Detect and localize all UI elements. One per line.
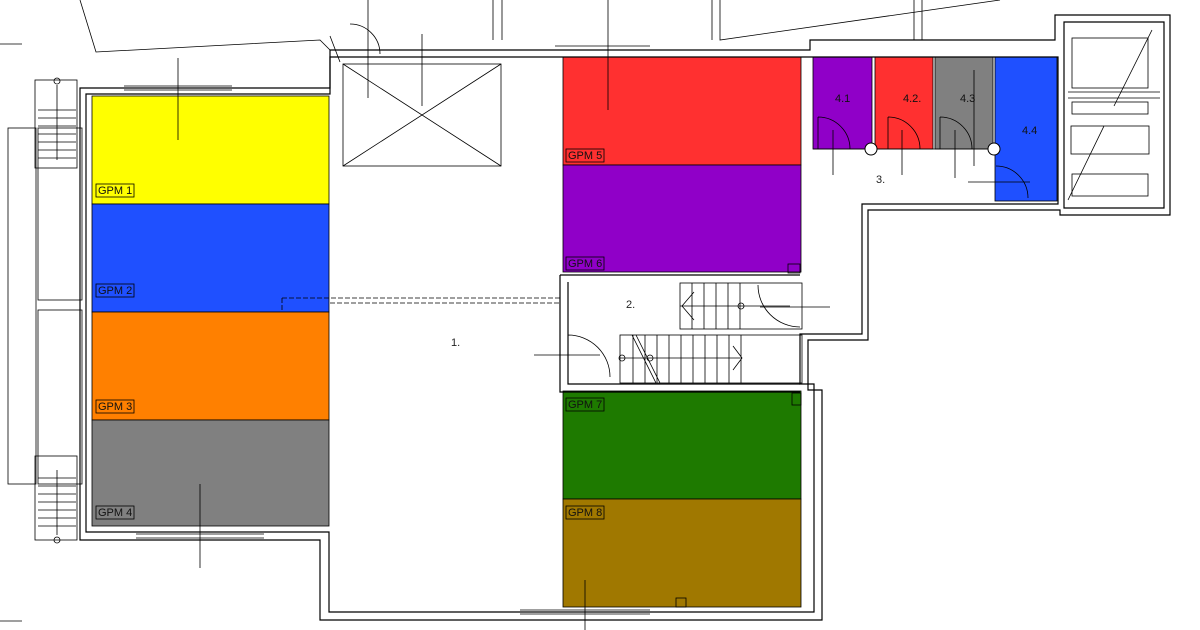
room-label-frame (95, 183, 135, 198)
walls (0, 0, 1171, 630)
room-label: GPM 7 (568, 399, 602, 411)
room-fill (934, 56, 994, 150)
room-gpm3: GPM 3 (91, 311, 330, 421)
room-fill (562, 164, 802, 273)
room-gpm1: GPM 1 (91, 95, 330, 205)
room-label: GPM 6 (568, 258, 602, 270)
room-fill (562, 498, 802, 608)
room-r41: 4.1 (812, 56, 873, 150)
room-label-frame (565, 148, 605, 163)
room-label-frame (565, 505, 605, 520)
room-label: 4.4 (1022, 125, 1037, 137)
space-label-2: 2. (626, 299, 635, 311)
room-label-frame (565, 256, 605, 271)
room-label: GPM 8 (568, 507, 602, 519)
room-label: GPM 5 (568, 150, 602, 162)
room-label: GPM 3 (98, 401, 132, 413)
room-label-frame (95, 505, 135, 520)
room-fills: GPM 1 GPM 2 GPM 3 GPM 4 GPM 5 GPM 6 GPM 7 GPM 8… (91, 56, 1058, 608)
room-gpm2: GPM 2 (91, 203, 330, 313)
room-fill (91, 95, 330, 205)
space-label-3: 3. (876, 174, 885, 186)
room-label: 4.1 (835, 93, 850, 105)
room-label-frame (565, 397, 605, 412)
room-label-frame (95, 399, 135, 414)
room-label: 4.3 (960, 93, 975, 105)
room-label-frame (95, 283, 135, 298)
room-labels: 1. 2. 3. (451, 174, 885, 349)
room-r43: 4.3 (934, 56, 994, 150)
room-r42: 4.2. (874, 56, 934, 150)
room-label: 4.2. (903, 93, 921, 105)
room-fill (874, 56, 934, 150)
room-fill (91, 203, 330, 313)
room-fill (91, 419, 330, 527)
space-label-1: 1. (451, 337, 460, 349)
room-gpm8: GPM 8 (562, 498, 802, 608)
room-label: GPM 1 (98, 185, 132, 197)
room-fill (91, 311, 330, 421)
room-gpm4: GPM 4 (91, 419, 330, 527)
room-gpm5: GPM 5 (562, 56, 802, 166)
room-r44: 4.4 (994, 56, 1058, 202)
room-gpm7: GPM 7 (562, 390, 802, 500)
room-label: GPM 4 (98, 507, 132, 519)
room-fill (562, 390, 802, 500)
room-gpm6: GPM 6 (562, 164, 802, 273)
room-fill (994, 56, 1058, 202)
room-fill (562, 56, 802, 166)
room-label: GPM 2 (98, 285, 132, 297)
